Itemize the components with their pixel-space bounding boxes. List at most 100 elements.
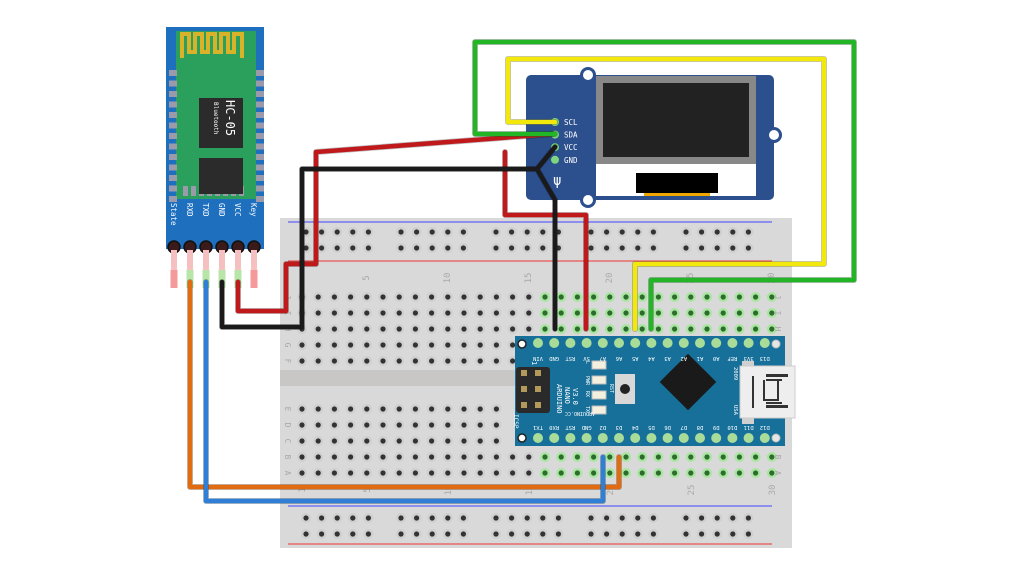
nano-pin-a4[interactable] [646, 338, 657, 348]
nano-pin-d5[interactable] [646, 433, 657, 443]
breadboard-hole-center [623, 326, 629, 332]
column-number: 30 [768, 485, 778, 496]
nano-pin-d12[interactable] [759, 433, 770, 443]
breadboard-hole-center [350, 245, 356, 251]
nano-pin-a7[interactable] [597, 338, 608, 348]
nano-pin-ref[interactable] [727, 338, 738, 348]
breadboard-hole-center [364, 294, 370, 300]
breadboard-hole-center [604, 531, 610, 537]
nano-brand: ARDUINO.CC [565, 410, 595, 416]
nano-pin-rst[interactable] [565, 338, 576, 348]
hc05-pin-end[interactable] [186, 270, 194, 288]
wire-hc05-vcc-to-5v[interactable] [235, 131, 556, 314]
breadboard-hole-center [672, 294, 678, 300]
breadboard-hole-center [429, 342, 435, 348]
hc05-pin-end[interactable] [250, 270, 258, 288]
wire-oled-vcc-to-5v[interactable] [502, 149, 589, 332]
nano-pin-5v[interactable] [581, 338, 592, 348]
breadboard-hole-center [477, 310, 483, 316]
nano-pin-d2[interactable] [597, 433, 608, 443]
breadboard-hole-center [396, 326, 402, 332]
breadboard-hole-center [429, 515, 435, 521]
breadboard-hole-center [524, 515, 530, 521]
hc05-pin-end[interactable] [170, 270, 178, 288]
breadboard-hole-center [574, 326, 581, 332]
breadboard-hole-center [588, 229, 594, 235]
column-number: 10 [443, 273, 453, 284]
breadboard-hole-center [319, 245, 325, 251]
nano-pin-rx0[interactable] [549, 433, 560, 443]
nano-pin-d10[interactable] [727, 433, 738, 443]
breadboard-hole-center [364, 438, 370, 444]
hc05-pad [256, 133, 264, 139]
nano-pin-d8[interactable] [695, 433, 705, 443]
wire-oled-scl-to-a5[interactable] [505, 56, 827, 332]
breadboard-hole-center [714, 515, 720, 521]
nano-pin-label: D7 [680, 424, 687, 430]
hc05-pad [256, 154, 264, 160]
nano-pin-label: A7 [599, 355, 606, 361]
nano-pin-d9[interactable] [711, 433, 722, 443]
nano-pin-label: D12 [760, 424, 770, 430]
breadboard-hole-center [445, 531, 451, 537]
breadboard-hole-center [412, 310, 418, 316]
breadboard-hole-center [331, 422, 337, 428]
breadboard-hole-center [299, 454, 305, 460]
nano-pin-a6[interactable] [614, 338, 624, 348]
nano-pin-a0[interactable] [711, 338, 722, 348]
usb-mini-port[interactable] [739, 365, 796, 419]
nano-pin-gnd[interactable] [549, 338, 560, 348]
breadboard-hole-center [655, 470, 662, 476]
nano-pin-label: D2 [599, 424, 606, 430]
breadboard-hole-center [477, 358, 483, 364]
breadboard-hole-center [604, 245, 610, 251]
breadboard-hole-center [380, 342, 386, 348]
wire-hc05-txd-to-d2[interactable] [203, 279, 606, 504]
reset-button-cap[interactable] [620, 384, 630, 394]
breadboard-hole-center [348, 326, 354, 332]
nano-pin-d7[interactable] [678, 433, 689, 443]
wire-hc05-rxd-to-d3[interactable] [187, 279, 622, 490]
breadboard-hole-center [769, 470, 775, 476]
hc05-pin-end[interactable] [218, 270, 226, 288]
nano-pin-a1[interactable] [695, 338, 705, 348]
oled-pin-gnd[interactable] [551, 155, 559, 164]
breadboard-hole-center [730, 515, 736, 521]
nano-pin-vin[interactable] [533, 338, 543, 348]
breadboard-hole-center [315, 438, 321, 444]
nano-pin-d11[interactable] [743, 433, 754, 443]
breadboard-hole-center [429, 229, 435, 235]
breadboard-hole-center [623, 310, 629, 316]
breadboard-hole-center [542, 294, 548, 300]
nano-pin-d3[interactable] [614, 433, 624, 443]
nano-pin-a2[interactable] [678, 338, 689, 348]
breadboard-hole-center [477, 470, 483, 476]
breadboard-hole-center [555, 531, 562, 537]
nano-pin-a3[interactable] [662, 338, 673, 348]
hc05-pin-end[interactable] [202, 270, 210, 288]
nano-pin-3v3[interactable] [743, 338, 754, 348]
breadboard-hole-center [591, 294, 597, 300]
breadboard-hole-center [350, 515, 356, 521]
breadboard-hole-center [650, 515, 657, 521]
breadboard-hole-center [574, 294, 581, 300]
nano-pin-tx1[interactable] [533, 433, 543, 443]
row-label: B [773, 455, 782, 460]
nano-pin-d13[interactable] [759, 338, 770, 348]
wire-oled-gnd-to-gnd[interactable] [534, 144, 558, 172]
nano-pin-d6[interactable] [662, 433, 673, 443]
nano-pin-label: D5 [648, 424, 655, 430]
nano-pin-d4[interactable] [630, 433, 641, 443]
row-label: A [283, 471, 292, 476]
breadboard-hole-center [445, 310, 451, 316]
wire-oled-sda-to-a4[interactable] [472, 39, 857, 332]
nano-pin-rst[interactable] [565, 433, 576, 443]
nano-pin-a5[interactable] [630, 338, 641, 348]
breadboard-hole-center [493, 454, 499, 460]
breadboard-hole-center [526, 326, 532, 332]
nano-pin-gnd[interactable] [581, 433, 592, 443]
hc05-pin-end[interactable] [234, 270, 242, 288]
column-number: 10 [444, 485, 454, 496]
breadboard-hole-center [558, 294, 564, 300]
led-l [591, 360, 607, 370]
